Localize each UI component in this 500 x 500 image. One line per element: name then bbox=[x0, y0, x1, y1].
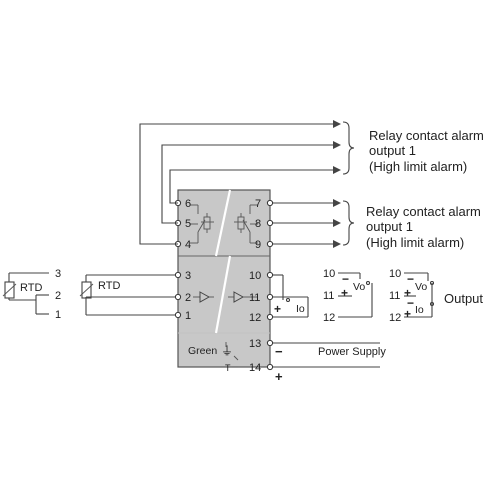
svg-text:Relay contact alarm: Relay contact alarm bbox=[366, 204, 481, 219]
svg-text:(High limit alarm): (High limit alarm) bbox=[369, 159, 467, 174]
relay-right-symbol bbox=[234, 204, 258, 244]
alarm2-label: Relay contact alarm output 1 (High limit… bbox=[366, 204, 481, 250]
terminal-6: 6 bbox=[185, 198, 191, 210]
rtd-sensor-right: RTD bbox=[79, 274, 175, 316]
terminal-14: 14 bbox=[249, 362, 261, 374]
terminal-13: 13 bbox=[249, 338, 261, 350]
power-minus: − bbox=[275, 344, 283, 359]
svg-text:−: − bbox=[407, 272, 414, 286]
ground-icon: ⏚ bbox=[221, 344, 233, 358]
green-label: Green bbox=[188, 345, 217, 357]
module-left-terminals: 6 5 4 3 2 1 bbox=[185, 198, 191, 322]
output-current-wiring: + Io bbox=[273, 274, 309, 318]
rtd-left-label: RTD bbox=[20, 282, 42, 294]
terminal-4: 4 bbox=[185, 239, 191, 251]
output-option-b: 10 11 12 − + Vo − + Io bbox=[389, 268, 434, 324]
alarm1-label: Relay contact alarm output 1 (High limit… bbox=[369, 128, 484, 174]
terminal-1: 1 bbox=[185, 310, 191, 322]
terminal-2: 2 bbox=[185, 292, 191, 304]
terminal-9: 9 bbox=[255, 239, 261, 251]
alarm2-brace bbox=[342, 200, 355, 246]
alarm1-brace bbox=[342, 121, 355, 175]
rtd-right-label: RTD bbox=[98, 280, 120, 292]
isolation-barrier-top bbox=[214, 189, 232, 257]
svg-text:output 1: output 1 bbox=[366, 219, 413, 234]
terminal-11: 11 bbox=[249, 292, 260, 304]
rtd-left-terminal-1: 1 bbox=[55, 309, 61, 321]
terminal-8: 8 bbox=[255, 218, 261, 230]
terminal-7: 7 bbox=[255, 198, 261, 210]
svg-text:12: 12 bbox=[323, 312, 335, 324]
output-vo-label-a: Vo bbox=[353, 281, 365, 293]
svg-text:output 1: output 1 bbox=[369, 143, 416, 158]
output-io-label-b: Io bbox=[415, 304, 424, 316]
svg-text:(High limit alarm): (High limit alarm) bbox=[366, 235, 464, 250]
terminal-5: 5 bbox=[185, 218, 191, 230]
svg-text:Relay contact alarm: Relay contact alarm bbox=[369, 128, 484, 143]
output-amplifier-icon bbox=[228, 291, 258, 303]
rtd-left-terminal-3: 3 bbox=[55, 268, 61, 280]
svg-text:+: + bbox=[404, 307, 411, 321]
svg-text:10: 10 bbox=[389, 268, 401, 280]
alarm1-wiring bbox=[139, 120, 341, 245]
svg-text:10: 10 bbox=[323, 268, 335, 280]
module-right-terminal-dots bbox=[266, 199, 274, 371]
relay-left-symbol bbox=[190, 204, 214, 244]
power-supply-label: Power Supply bbox=[318, 346, 386, 358]
svg-text:−: − bbox=[342, 272, 349, 286]
output-option-a: 10 11 12 − + Vo bbox=[323, 268, 373, 324]
output-io-plus: + bbox=[274, 302, 281, 316]
rtd-sensor-left: RTD 3 2 1 bbox=[2, 268, 61, 321]
svg-text:+: + bbox=[404, 286, 411, 300]
input-amplifier-icon bbox=[193, 291, 214, 303]
svg-text:+: + bbox=[341, 286, 348, 300]
svg-text:11: 11 bbox=[389, 290, 400, 302]
power-section: Green ⏚ T bbox=[188, 342, 239, 373]
output-label: Output bbox=[444, 291, 483, 306]
rtd-left-terminal-2: 2 bbox=[55, 290, 61, 302]
terminal-12: 12 bbox=[249, 312, 261, 324]
svg-text:12: 12 bbox=[389, 312, 401, 324]
power-plus: + bbox=[275, 369, 283, 384]
alarm2-wiring bbox=[273, 199, 341, 248]
output-vo-label-b: Vo bbox=[415, 281, 427, 293]
t-label: T bbox=[225, 363, 231, 373]
svg-text:11: 11 bbox=[323, 290, 334, 302]
transmitter-module bbox=[177, 189, 271, 368]
isolation-barrier-bottom bbox=[214, 255, 232, 334]
power-supply-wiring: − + Power Supply bbox=[273, 342, 386, 384]
module-right-terminals: 7 8 9 10 11 12 13 14 bbox=[249, 198, 261, 374]
output-io-label: Io bbox=[296, 303, 305, 315]
terminal-3: 3 bbox=[185, 270, 191, 282]
svg-text:−: − bbox=[407, 296, 414, 310]
terminal-10: 10 bbox=[249, 270, 261, 282]
